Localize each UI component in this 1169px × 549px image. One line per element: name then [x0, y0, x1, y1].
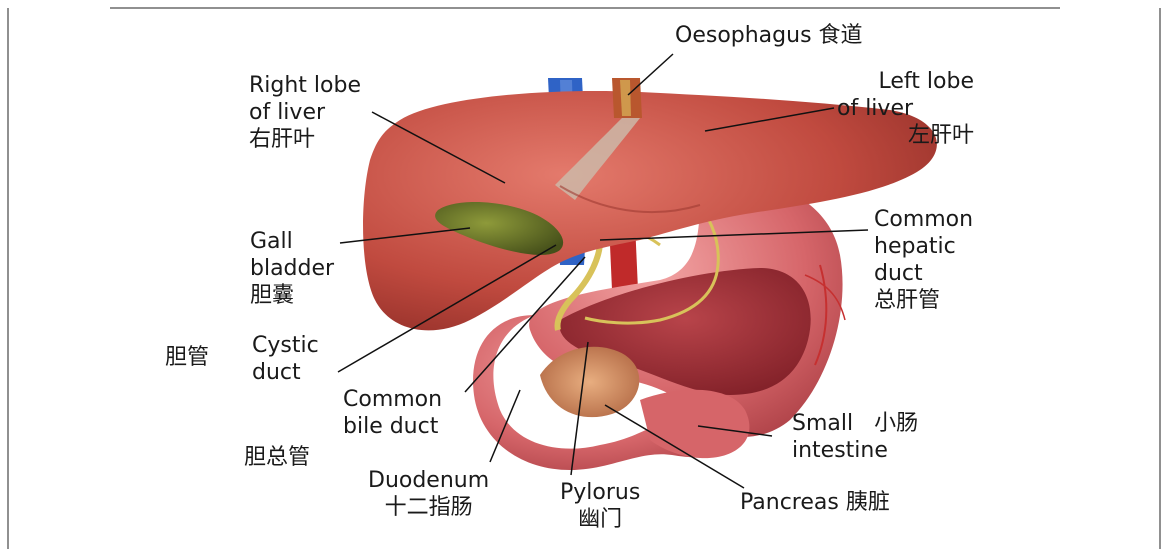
label-pylorus-line2: 幽门 [560, 506, 640, 533]
label-left-lobe-line3: 左肝叶 [834, 122, 974, 149]
label-pylorus-line1: Pylorus [560, 479, 640, 506]
label-cystic-duct-zh: 胆管 [165, 344, 209, 371]
label-duodenum-line1: Duodenum [368, 467, 489, 494]
label-pylorus: Pylorus 幽门 [560, 479, 640, 533]
label-gall-bladder: Gall bladder 胆囊 [250, 228, 334, 309]
label-chd-line4: 总肝管 [874, 287, 973, 314]
label-duodenum-line2: 十二指肠 [368, 494, 489, 521]
label-gall-bladder-line2: bladder [250, 255, 334, 282]
label-small-intestine-line2: intestine [792, 437, 918, 464]
label-cbd-line2: bile duct [343, 413, 442, 440]
label-right-lobe-line2: of liver [249, 99, 361, 126]
label-oesophagus: Oesophagus 食道 [675, 22, 863, 49]
label-right-lobe: Right lobe of liver 右肝叶 [249, 72, 361, 153]
label-small-intestine-line1: Small 小肠 [792, 410, 918, 437]
label-left-lobe-line1: Left lobe [834, 68, 974, 95]
leader-oesophagus [628, 54, 673, 95]
label-gall-bladder-line3: 胆囊 [250, 282, 334, 309]
label-right-lobe-line3: 右肝叶 [249, 126, 361, 153]
label-common-hepatic-duct: Common hepatic duct 总肝管 [874, 206, 973, 314]
label-cystic-duct: Cystic duct [252, 332, 319, 386]
label-gall-bladder-line1: Gall [250, 228, 334, 255]
label-chd-line1: Common [874, 206, 973, 233]
label-cystic-duct-line2: duct [252, 359, 319, 386]
label-chd-line2: hepatic [874, 233, 973, 260]
label-small-intestine: Small 小肠 intestine [792, 410, 918, 464]
label-left-lobe: Left lobe of liver 左肝叶 [834, 68, 974, 149]
label-cystic-duct-line1: Cystic [252, 332, 319, 359]
label-pancreas: Pancreas 胰脏 [740, 489, 890, 516]
label-common-bile-duct: Common bile duct [343, 386, 442, 440]
label-right-lobe-line1: Right lobe [249, 72, 361, 99]
label-duodenum: Duodenum 十二指肠 [368, 467, 489, 521]
label-chd-line3: duct [874, 260, 973, 287]
label-left-lobe-line2: of liver [834, 95, 974, 122]
label-common-bile-duct-zh: 胆总管 [244, 444, 310, 471]
label-cbd-line1: Common [343, 386, 442, 413]
